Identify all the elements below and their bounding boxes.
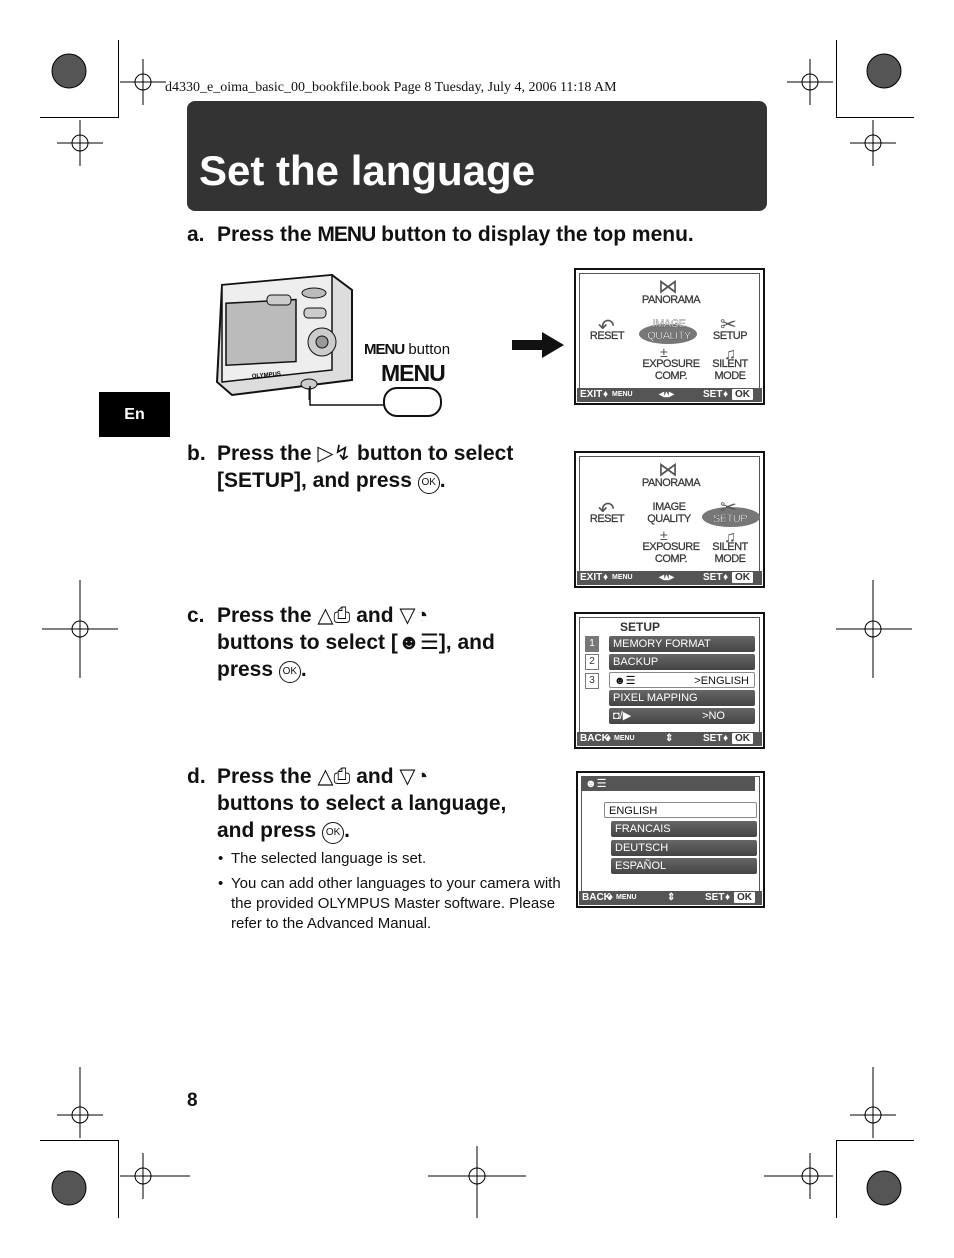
- lcd-footer: BACK♦ MENU ⇕ SET♦ OK: [579, 891, 762, 905]
- panorama-icon: ⋈: [658, 459, 678, 481]
- nav-arrows-icon: ◂▴▸: [659, 389, 675, 400]
- title-bar: Set the language: [187, 101, 767, 211]
- language-row[interactable]: ESPAÑOL: [611, 858, 757, 874]
- exposure-icon: ±: [660, 527, 668, 543]
- language-icon: ☻☰: [582, 777, 755, 791]
- silent-mode-icon: ♫: [724, 346, 736, 363]
- setup-row[interactable]: PIXEL MAPPING: [609, 690, 755, 706]
- language-tab: En: [99, 392, 170, 437]
- menu-button-caption: MENU button: [364, 341, 451, 358]
- down-selftimer-icon: ▽◔: [399, 765, 429, 788]
- setup-icon: ✂: [720, 314, 737, 336]
- exposure-icon: ±: [660, 344, 668, 360]
- up-down-icon: ⇕: [667, 892, 676, 903]
- right-flash-icon: ▷↯: [317, 442, 352, 465]
- up-print-icon: △⎙: [317, 604, 351, 627]
- bullet-list: The selected language is set. You can ad…: [218, 849, 568, 939]
- language-icon: ☻☰: [614, 675, 636, 687]
- camera-playback-icon: ◘/▶: [613, 710, 632, 722]
- language-row[interactable]: FRANCAIS: [611, 821, 757, 837]
- arrow-right-icon: [512, 332, 564, 358]
- setup-icon: ✂: [720, 497, 737, 519]
- camera-illustration: OLYMPUS: [215, 273, 353, 400]
- bullet-item: You can add other languages to your came…: [218, 874, 568, 934]
- step-label: a.: [187, 223, 205, 246]
- menu-word: MENU: [317, 223, 376, 246]
- file-header-line: d4330_e_oima_basic_00_bookfile.book Page…: [165, 80, 617, 95]
- ok-icon: OK: [322, 822, 345, 844]
- setup-row[interactable]: BACKUP: [609, 654, 755, 670]
- setup-row-language[interactable]: ☻☰>ENGLISH: [609, 672, 755, 688]
- language-icon: ☻☰: [397, 631, 439, 654]
- step-d: d.Press the △⎙ and ▽◔ buttons to select …: [187, 765, 507, 844]
- reset-icon: ↶: [598, 316, 615, 338]
- nav-arrows-icon: ◂▴▸: [659, 572, 675, 583]
- step-a: a.Press the MENU button to display the t…: [187, 223, 694, 246]
- language-row-selected[interactable]: ENGLISH: [604, 802, 757, 818]
- bullet-item: The selected language is set.: [218, 849, 568, 869]
- panorama-icon: ⋈: [658, 276, 678, 298]
- up-down-icon: ⇕: [665, 733, 674, 744]
- lcd-top-menu-a: ⋈ PANORAMA ↶ RESET IMAGE QUALITY ✂ SETUP…: [574, 268, 765, 405]
- menu-callout-line: [309, 386, 385, 406]
- setup-title: SETUP: [620, 620, 661, 634]
- lcd-footer: EXIT♦ MENU ◂▴▸ SET♦ OK: [577, 388, 762, 402]
- reset-icon: ↶: [598, 499, 615, 521]
- setup-row[interactable]: MEMORY FORMAT: [609, 636, 755, 652]
- menu-button[interactable]: [383, 387, 442, 417]
- step-c: c.Press the △⎙ and ▽◔ buttons to select …: [187, 604, 495, 683]
- silent-mode-icon: ♫: [724, 529, 736, 546]
- camera-brand: OLYMPUS: [252, 371, 282, 380]
- step-b: b.Press the ▷↯ button to select [SETUP],…: [187, 442, 514, 494]
- menu-big-label: MENU: [381, 360, 446, 386]
- language-row[interactable]: DEUTSCH: [611, 840, 757, 856]
- setup-row-camera-playback[interactable]: ◘/▶>NO: [609, 708, 755, 724]
- page-title: Set the language: [199, 147, 536, 194]
- up-print-icon: △⎙: [317, 765, 351, 788]
- lcd-setup-menu: SETUP 1 2 3 MEMORY FORMAT BACKUP ☻☰>ENGL…: [574, 612, 765, 749]
- page-number: 8: [187, 1090, 198, 1111]
- ok-icon: OK: [417, 472, 440, 494]
- lcd-language-menu: ☻☰ ENGLISH FRANCAIS DEUTSCH ESPAÑOL BACK…: [576, 771, 765, 908]
- lcd-footer: EXIT♦ MENU ◂▴▸ SET♦ OK: [577, 571, 762, 585]
- ok-icon: OK: [278, 661, 301, 683]
- lcd-top-menu-b: ⋈ PANORAMA ↶ RESET IMAGE QUALITY ✂ SETUP…: [574, 451, 765, 588]
- lcd-footer: BACK♦ MENU ⇕ SET♦ OK: [577, 732, 762, 746]
- down-selftimer-icon: ▽◔: [399, 604, 429, 627]
